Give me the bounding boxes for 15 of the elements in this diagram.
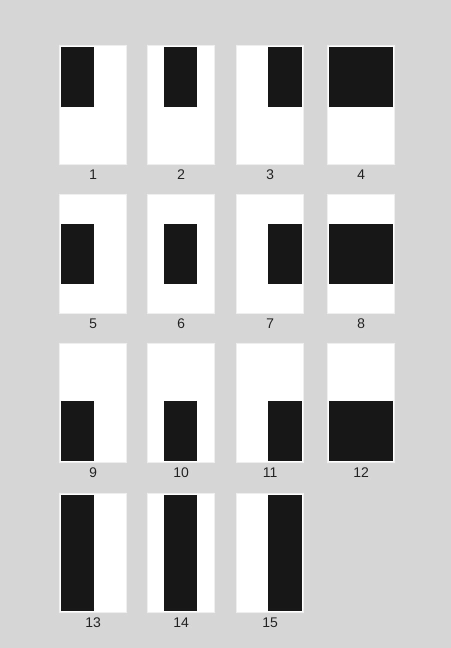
- tile-number: 2: [177, 165, 185, 183]
- tile-number: 6: [177, 314, 185, 332]
- tile-number: 1: [89, 165, 97, 183]
- tile-number: 5: [89, 314, 97, 332]
- tile-number: 13: [85, 613, 101, 631]
- tile-number: 8: [357, 314, 365, 332]
- tile-number: 9: [89, 463, 97, 481]
- tile-number: 7: [266, 314, 274, 332]
- tile-number: 10: [173, 463, 189, 481]
- tile-number: 14: [173, 613, 189, 631]
- tile-number: 12: [353, 463, 369, 481]
- tile-number: 11: [262, 463, 278, 481]
- tile-number: 4: [357, 165, 365, 183]
- tile-number: 3: [266, 165, 274, 183]
- tile-number: 15: [262, 613, 278, 631]
